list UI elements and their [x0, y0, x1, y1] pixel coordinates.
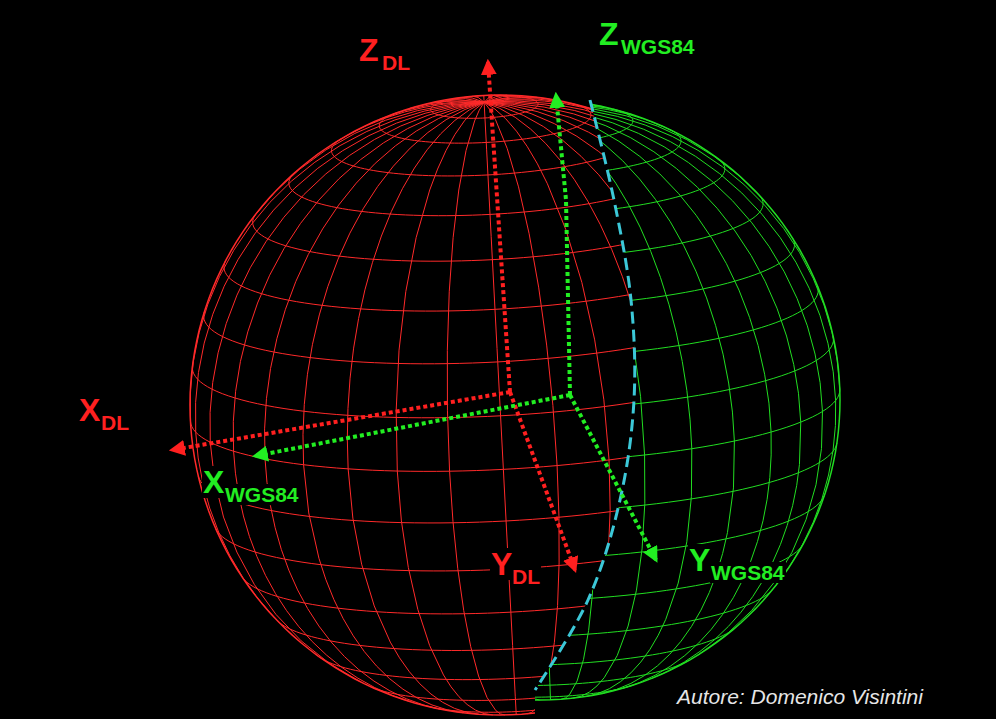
y-wgs84-axis: [570, 395, 656, 560]
axis-letter: Z: [598, 18, 620, 50]
x-wgs84-axis: [255, 395, 570, 456]
axis-subscript: DL: [100, 412, 130, 433]
axis-subscript: DL: [381, 52, 411, 73]
axis-subscript: WGS84: [224, 484, 300, 505]
axis-letter: Y: [688, 544, 711, 576]
axis-letter: X: [202, 466, 225, 498]
dl-ellipsoid: [190, 95, 810, 715]
axis-subscript: WGS84: [710, 562, 786, 583]
intersection-meridian: [535, 100, 635, 690]
axis-subscript: DL: [511, 566, 541, 587]
axis-letter: Y: [490, 548, 513, 580]
author-credit: Autore: Domenico Visintini: [676, 686, 924, 707]
graticule: [190, 95, 809, 715]
y-dl-axis: [510, 392, 575, 570]
sphere-outline: [190, 95, 810, 715]
z-dl-axis: [488, 62, 510, 392]
axis-subscript: WGS84: [620, 36, 696, 57]
axis-letter: X: [78, 394, 101, 426]
z-wgs84-axis: [556, 95, 570, 395]
axis-letter: Z: [358, 34, 380, 66]
